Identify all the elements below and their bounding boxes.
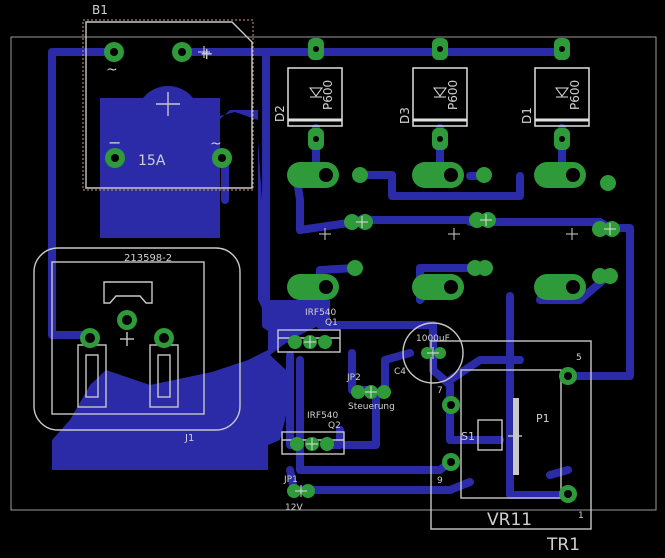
- p1-ref-label: P1: [536, 412, 550, 425]
- b1-ref-label: B1: [92, 3, 108, 17]
- d1-ref-label: D1: [520, 107, 534, 124]
- b1-plus-label: +: [200, 44, 213, 63]
- vr11-ref-label: VR11: [487, 510, 532, 530]
- bridge-rectifier-b1: B1 15A + − ~ ~: [82, 3, 254, 191]
- jumper-jp2: JP2 Steuerung: [346, 373, 395, 412]
- drill-holes: [85, 46, 580, 498]
- d1-value-label: P600: [568, 80, 582, 110]
- b1-ac2-label: ~: [210, 136, 222, 152]
- q1-ref-label: Q1: [325, 318, 338, 328]
- d2-ref-label: D2: [273, 105, 287, 122]
- tr1-ref-label: TR1: [546, 535, 580, 555]
- pad-markers: [198, 46, 616, 497]
- diode-d2: P600 D2: [273, 67, 343, 127]
- b1-minus-label: −: [108, 133, 121, 152]
- d2-value-label: P600: [321, 80, 335, 110]
- jumper-jp1: JP1 12V: [283, 475, 303, 513]
- q2-value-label: IRF540: [307, 411, 339, 421]
- diode-d1: P600 D1: [520, 67, 590, 127]
- diode-d3: P600 D3: [398, 67, 468, 127]
- jp1-ref-label: JP1: [283, 475, 298, 485]
- j1-ref-label: J1: [184, 433, 194, 444]
- tr1-pin1-label: 1: [578, 511, 584, 521]
- capacitor-c4: 1000uF C4: [394, 322, 464, 384]
- jp2-value-label: Steuerung: [348, 402, 395, 412]
- q1-value-label: IRF540: [305, 308, 337, 318]
- j1-value-label: 213598-2: [124, 253, 172, 264]
- q2-ref-label: Q2: [328, 421, 341, 431]
- b1-ac1-label: ~: [106, 62, 118, 78]
- tr1-pin7-label: 7: [437, 386, 443, 396]
- tr1-pin5-label: 5: [576, 353, 582, 363]
- board-outline: [10, 36, 657, 511]
- c4-ref-label: C4: [394, 367, 406, 377]
- origin-markers: [319, 228, 578, 240]
- c4-value-label: 1000uF: [416, 334, 450, 344]
- copper-layer: [48, 40, 634, 499]
- jp2-ref-label: JP2: [346, 373, 361, 383]
- s1-ref-label: S1: [461, 430, 475, 443]
- connector-j1: 213598-2 J1: [33, 247, 241, 444]
- b1-value-label: 15A: [138, 153, 166, 169]
- jp1-value-label: 12V: [285, 503, 303, 513]
- d3-ref-label: D3: [398, 107, 412, 124]
- d3-value-label: P600: [446, 80, 460, 110]
- tr1-pin9-label: 9: [437, 476, 443, 486]
- module-vr11-tr1: VR11 TR1 P1 S1 5 7 9 1: [430, 340, 592, 555]
